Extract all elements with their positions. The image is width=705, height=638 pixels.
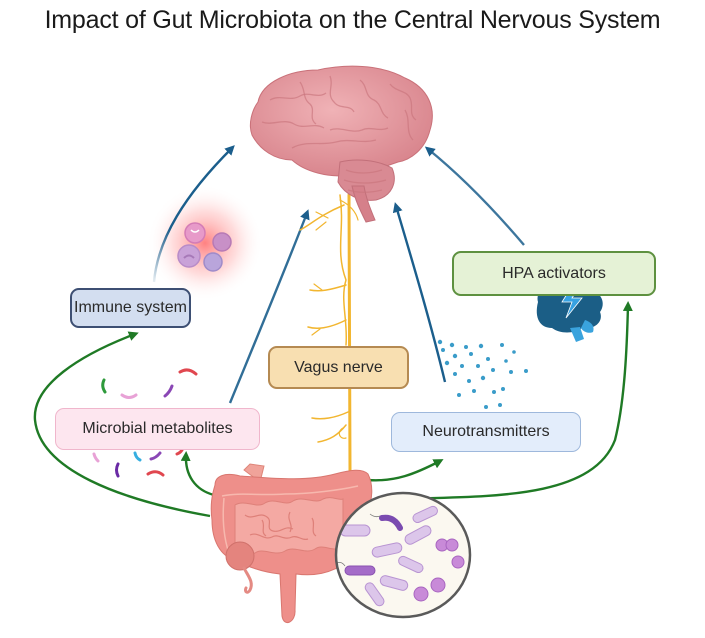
- brain-icon: [249, 65, 433, 223]
- arrows-from-gut: [33, 301, 633, 518]
- node-microbial-metabolites: Microbial metabolites: [55, 408, 260, 450]
- bacteria-magnifier-icon: [334, 491, 472, 619]
- node-vagus-nerve-label: Vagus nerve: [294, 358, 383, 376]
- node-neurotransmitters-label: Neurotransmitters: [422, 423, 550, 440]
- arrows-to-brain: [152, 145, 525, 404]
- node-neurotransmitters: Neurotransmitters: [391, 412, 581, 452]
- nerve-icon: [299, 193, 359, 472]
- arrow-immune-to-brain: [152, 145, 235, 283]
- metabolite-fragments-icon: [92, 368, 198, 478]
- node-vagus-nerve: Vagus nerve: [268, 346, 409, 389]
- arrow-neurotransmitters-to-brain: [392, 202, 447, 383]
- intestines-icon: [210, 463, 373, 624]
- node-hpa-activators-label: HPA activators: [502, 264, 606, 282]
- arrow-metabolites-to-brain: [228, 209, 310, 404]
- node-immune-system-label: Immune system: [74, 299, 187, 316]
- arrow-gut-to-neurotransmitters: [367, 459, 444, 482]
- node-immune-system: Immune system: [70, 288, 191, 328]
- node-hpa-activators: HPA activators: [452, 251, 656, 296]
- diagram-title: Impact of Gut Microbiota on the Central …: [44, 6, 661, 34]
- arrow-gut-to-immune: [33, 331, 211, 518]
- molecule-dots-icon: [437, 339, 528, 417]
- arrow-hpa-to-brain: [424, 146, 525, 246]
- immune-cells-icon: [147, 185, 263, 301]
- arrow-gut-to-hpa: [374, 301, 633, 502]
- node-microbial-metabolites-label: Microbial metabolites: [82, 420, 233, 437]
- arrow-gut-to-metabolites: [180, 451, 215, 497]
